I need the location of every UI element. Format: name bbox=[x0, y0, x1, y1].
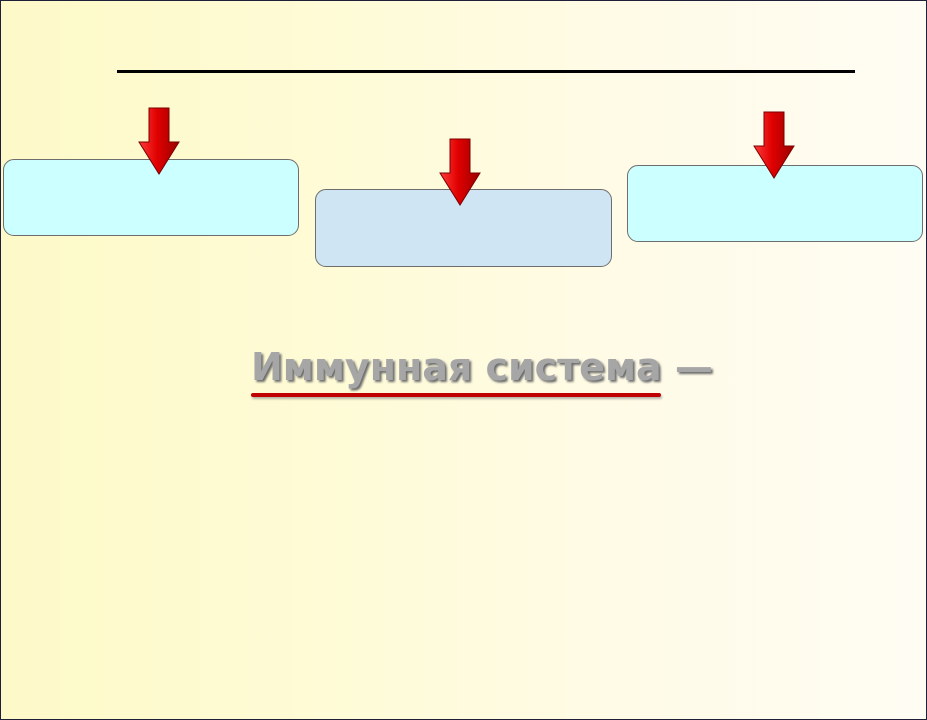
top-connector-line bbox=[117, 70, 855, 73]
box-right[interactable] bbox=[627, 165, 923, 242]
arrow-down-icon bbox=[753, 111, 795, 179]
arrow-down-icon bbox=[138, 107, 180, 175]
title-underline bbox=[251, 393, 661, 397]
box-center[interactable] bbox=[315, 189, 612, 267]
arrow-down-icon bbox=[439, 138, 481, 206]
page-title: Иммунная система — bbox=[251, 345, 713, 389]
